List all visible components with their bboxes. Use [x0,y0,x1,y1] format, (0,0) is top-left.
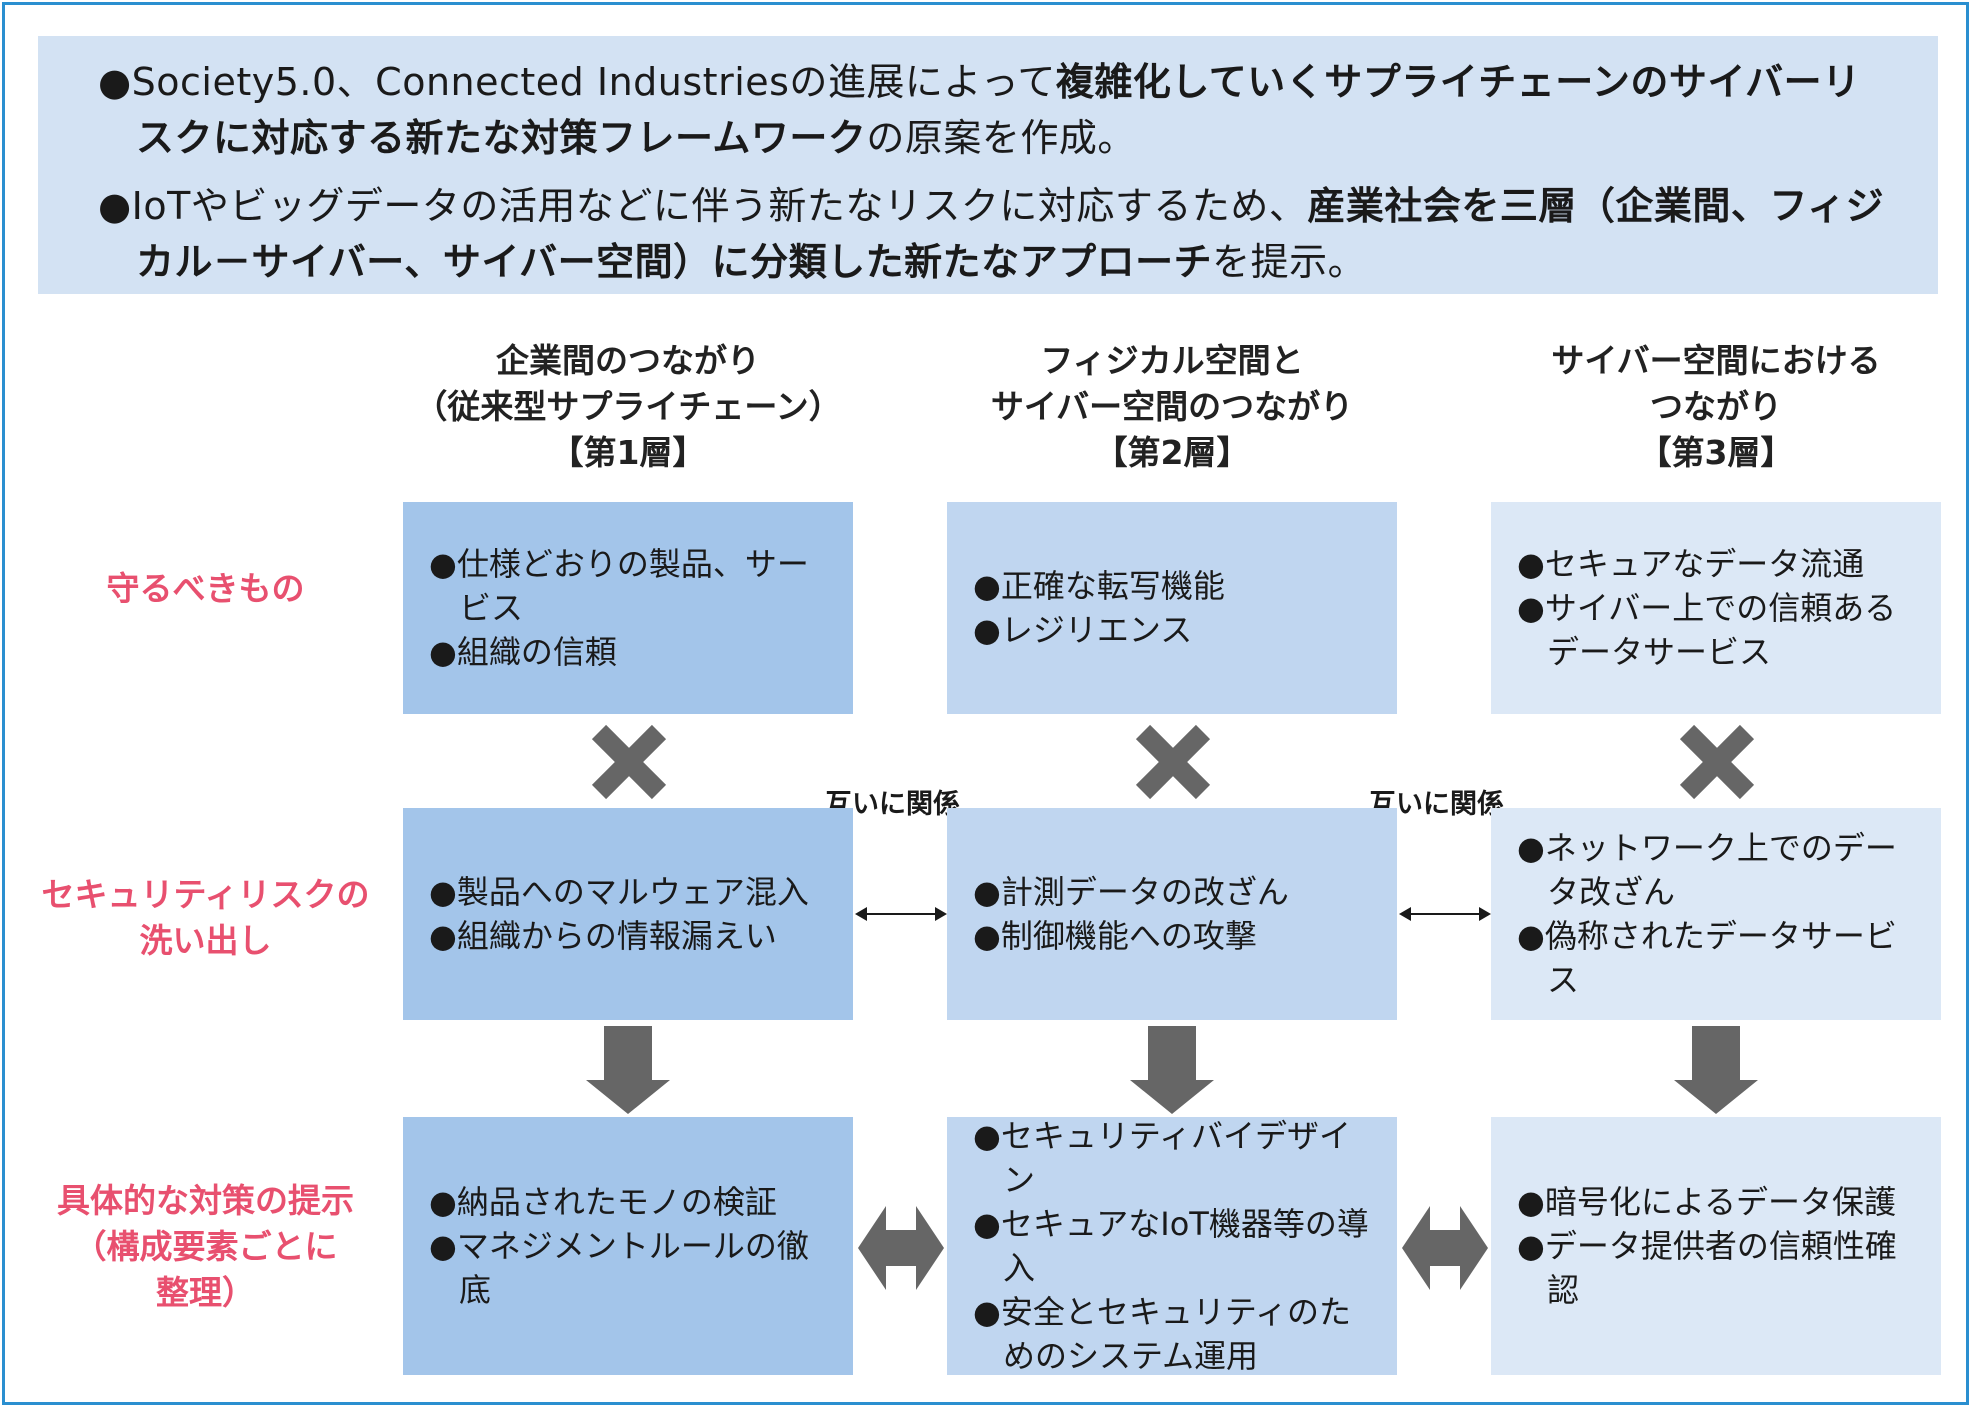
cell-protect-layer2: ●正確な転写機能 ●レジリエンス [947,502,1397,714]
row-label-risks: セキュリティリスクの 洗い出し [41,875,370,960]
double-arrow-icon [855,907,947,921]
cross-icon [591,724,667,800]
row-label-measures: 具体的な対策の提示 （構成要素ごとに 整理） [57,1181,354,1312]
cell-risk-layer3: ●ネットワーク上でのデータ改ざん ●偽称されたデータサービス [1491,808,1941,1020]
column-header-layer1: 企業間のつながり （従来型サプライチェーン） 【第1層】 [414,341,842,472]
cross-icon [1135,724,1211,800]
cross-icon [1679,724,1755,800]
column-header-layer2: フィジカル空間と サイバー空間のつながり 【第2層】 [990,341,1354,472]
cell-protect-layer3: ●セキュアなデータ流通 ●サイバー上での信頼あるデータサービス [1491,502,1941,714]
intro-bullet-2: ●IoTやビッグデータの活用などに伴う新たなリスクに対応するため、産業社会を三層… [98,184,1885,284]
intro-bullet-1: ●Society5.0、Connected Industriesの進展によって複… [98,60,1861,160]
double-arrow-icon [858,1206,944,1290]
down-arrow-icon [1130,1026,1214,1114]
column-header-layer3: サイバー空間における つながり 【第3層】 [1551,341,1881,472]
cell-measure-layer3: ●暗号化によるデータ保護 ●データ提供者の信頼性確認 [1491,1117,1941,1375]
cell-protect-layer1: ●仕様どおりの製品、サービス ●組織の信頼 [403,502,853,714]
down-arrow-icon [586,1026,670,1114]
row-label-protect: 守るべきもの [106,569,305,608]
cell-measure-layer2: ●セキュリティバイデザイン ●セキュアなIoT機器等の導入 ●安全とセキュリティ… [947,1117,1397,1375]
down-arrow-icon [1674,1026,1758,1114]
cell-risk-layer2: ●計測データの改ざん ●制御機能への攻撃 [947,808,1397,1020]
cell-risk-layer1: ●製品へのマルウェア混入 ●組織からの情報漏えい [403,808,853,1020]
intro-panel: ●Society5.0、Connected Industriesの進展によって複… [38,36,1938,294]
double-arrow-icon [1399,907,1491,921]
double-arrow-icon [1402,1206,1488,1290]
cell-measure-layer1: ●納品されたモノの検証 ●マネジメントルールの徹底 [403,1117,853,1375]
